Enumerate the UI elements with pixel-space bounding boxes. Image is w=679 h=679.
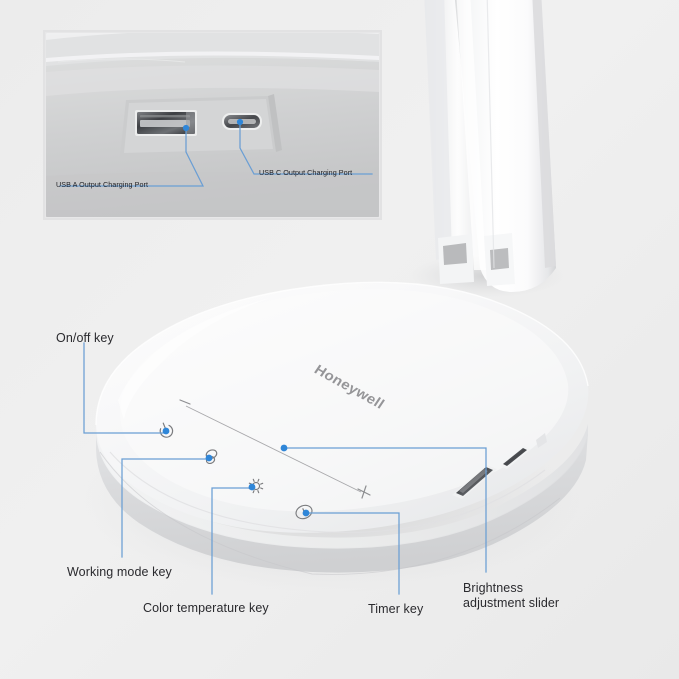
brightness-slider-track[interactable]	[185, 405, 362, 493]
leader-inset-usb-c	[239, 123, 373, 175]
lamp-arm	[409, 0, 565, 298]
leader-timer-key	[307, 512, 400, 595]
leader-marker-dots	[162, 118, 310, 517]
slider-plus-marker	[357, 485, 371, 499]
callout-label-on-off-key: On/off key	[56, 331, 114, 345]
leader-lines	[59, 123, 487, 595]
inset-usb-a-port	[135, 110, 197, 136]
leader-inset-usb-a	[59, 127, 205, 187]
marker-brightness-slider	[280, 444, 288, 452]
marker-on-off-key	[162, 427, 170, 435]
leader-color-temperature-key	[211, 487, 253, 595]
leader-brightness-slider	[283, 447, 487, 573]
slider-minus-marker	[179, 399, 191, 405]
leader-working-mode-key	[121, 458, 209, 558]
callout-label-timer-key: Timer key	[368, 602, 424, 616]
callout-label-color-temperature-key: Color temperature key	[143, 601, 269, 615]
inset-label-usb-c: USB C Output Charging Port	[259, 168, 353, 177]
callout-label-brightness-adjustment-slider: Brightness adjustment slider	[463, 581, 560, 610]
marker-working-mode-key	[205, 454, 213, 462]
marker-color-temperature-key	[248, 483, 256, 491]
inset-label-usb-a: USB A Output Charging Port	[56, 180, 148, 189]
marker-inset-usb-a	[182, 124, 190, 132]
marker-inset-usb-c	[236, 118, 244, 126]
lamp-base	[95, 281, 589, 575]
callout-label-working-mode-key: Working mode key	[67, 565, 172, 579]
inset-closeup-panel	[43, 30, 382, 220]
marker-timer-key	[302, 509, 310, 517]
leader-on-off-key	[83, 342, 165, 434]
